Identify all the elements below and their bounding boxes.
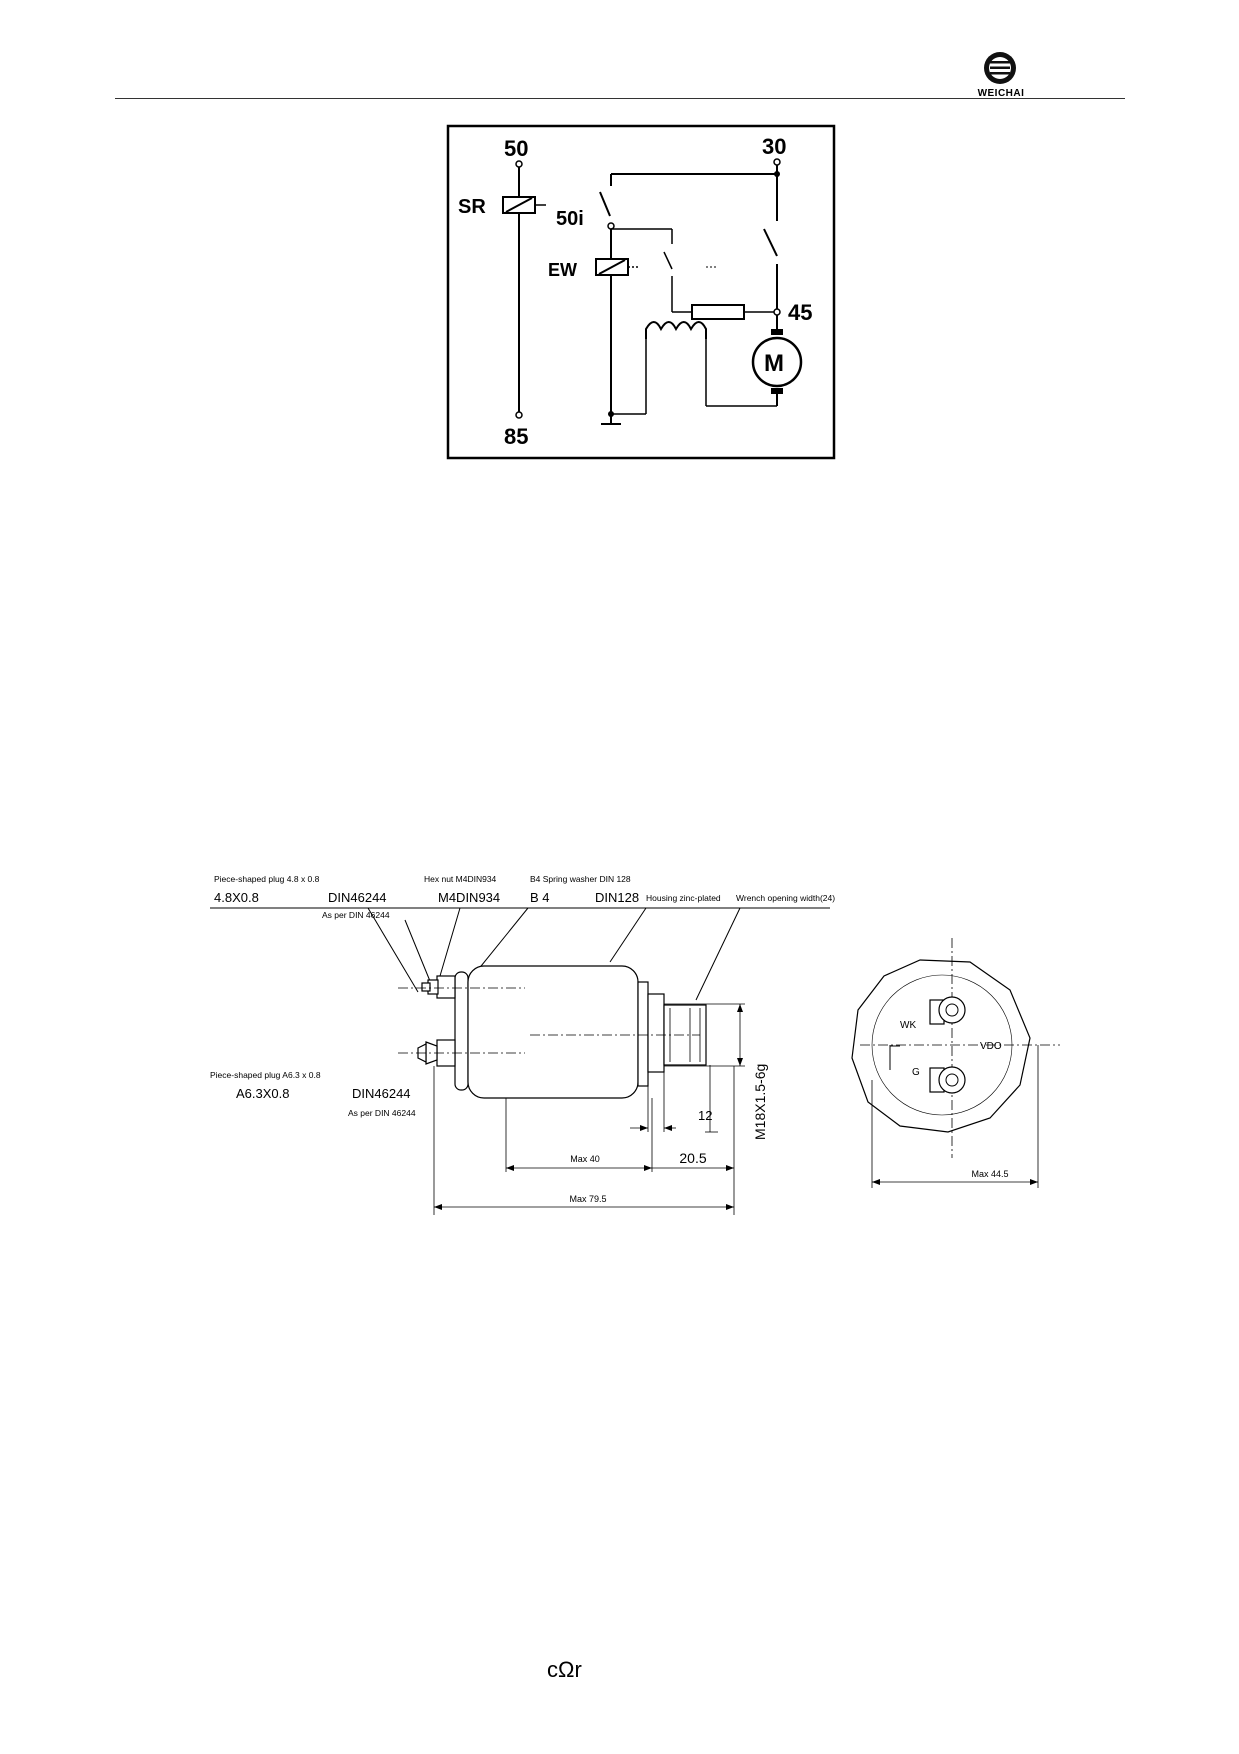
footer-mark: cΩr: [545, 1655, 595, 1685]
washer-code: B 4: [530, 890, 550, 905]
plug2-din: DIN46244: [352, 1086, 411, 1101]
brand-name: WEICHAI: [977, 88, 1025, 99]
switch-50i: [599, 191, 611, 217]
ew-contact: [663, 251, 673, 270]
plug2-size: A6.3X0.8: [236, 1086, 290, 1101]
terminal-45-label: 45: [788, 300, 812, 325]
motor-symbol: [751, 336, 803, 388]
plug1-description: Piece-shaped plug 4.8 x 0.8: [214, 874, 320, 884]
hexnut-description: Hex nut M4DIN934: [424, 874, 497, 884]
dimension-max-40: Max 40: [570, 1154, 600, 1164]
terminal-30-label: 30: [762, 134, 786, 159]
sr-label: SR: [458, 196, 486, 218]
hexnut-code: M4DIN934: [438, 890, 500, 905]
washer-din: DIN128: [595, 890, 639, 905]
dimension-20-5: 20.5: [679, 1150, 706, 1166]
plug1-size: 4.8X0.8: [214, 890, 259, 905]
plug2-as-per: As per DIN 46244: [348, 1108, 416, 1118]
motor-label: M: [764, 350, 784, 377]
vdo-label: VDO: [980, 1041, 1002, 1052]
thread-dimension: M18X1.5-6g: [752, 1064, 768, 1140]
main-switch: [763, 228, 778, 257]
wrench-label: Wrench opening width(24): [736, 893, 835, 903]
field-coil: [645, 321, 707, 339]
wk-label: WK: [900, 1020, 916, 1031]
dimension-max-79-5: Max 79.5: [569, 1194, 606, 1204]
washer-description: B4 Spring washer DIN 128: [530, 874, 631, 884]
weichai-logo: [965, 50, 1035, 100]
terminal-50-label: 50: [504, 136, 528, 161]
header-rule: [115, 98, 1125, 99]
plug2-description: Piece-shaped plug A6.3 x 0.8: [210, 1070, 321, 1080]
hex-flange: [637, 981, 649, 1087]
dimension-12: 12: [698, 1108, 712, 1123]
resistor: [691, 304, 745, 320]
g-label: G: [912, 1067, 920, 1078]
pressure-sensor-drawing: Piece-shaped plug 4.8 x 0.8 4.8X0.8 DIN4…: [210, 874, 1060, 1215]
dimension-max-44-5: Max 44.5: [971, 1169, 1008, 1179]
ew-label: EW: [548, 260, 577, 280]
circuit-frame: [446, 124, 836, 460]
plug1-terminal: [421, 982, 431, 992]
plug1-as-per: As per DIN 46244: [322, 910, 390, 920]
terminal-85-label: 85: [504, 424, 528, 449]
hex-outline: [851, 959, 1031, 1133]
sensor-side-view: [398, 965, 707, 1099]
sensor-housing: [467, 965, 639, 1099]
terminal-50i-label: 50i: [556, 208, 584, 230]
footer-mark-text: cΩr: [547, 1657, 582, 1682]
starter-circuit-diagram: 50 SR 85 30 50i EW 45 M: [446, 124, 836, 460]
housing-label: Housing zinc-plated: [646, 893, 721, 903]
plug1-din: DIN46244: [328, 890, 387, 905]
sensor-end-view: WK G VDO: [851, 938, 1060, 1158]
